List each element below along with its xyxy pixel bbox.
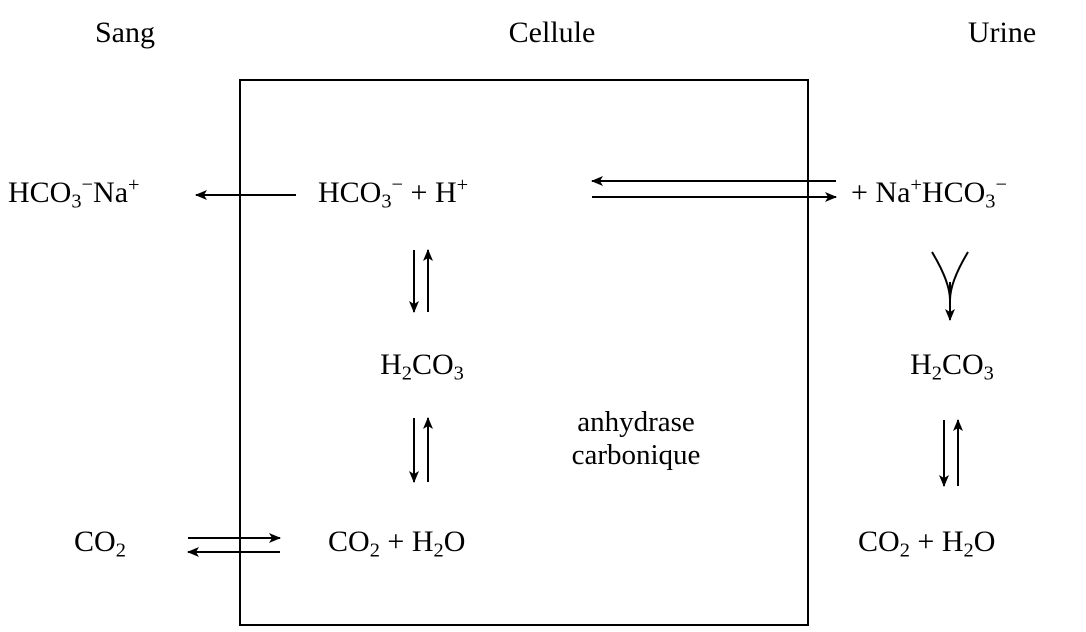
urine-carbonic-acid: H2CO3 xyxy=(910,348,994,385)
enzyme-label-line1: anhydrase xyxy=(577,406,695,438)
column-header-blood: Sang xyxy=(95,16,155,49)
cell-co2-plus-water: CO2 + H2O xyxy=(328,525,466,562)
cell-bicarbonate-plus-proton: HCO3− + H+ xyxy=(318,173,469,213)
column-header-urine: Urine xyxy=(967,16,1037,49)
urine-sodium-bicarbonate: + Na+HCO3− xyxy=(851,173,1007,213)
cell-carbonic-acid: H2CO3 xyxy=(380,348,464,385)
column-header-cell: Cellule xyxy=(508,16,596,49)
enzyme-label: anhydrase carbonique xyxy=(572,406,701,473)
cell-boundary xyxy=(239,79,809,626)
blood-sodium-bicarbonate: HCO3−Na+ xyxy=(8,173,140,213)
enzyme-label-line2: carbonique xyxy=(571,439,701,472)
blood-co2: CO2 xyxy=(74,525,126,562)
urine-co2-plus-water: CO2 + H2O xyxy=(858,525,996,562)
